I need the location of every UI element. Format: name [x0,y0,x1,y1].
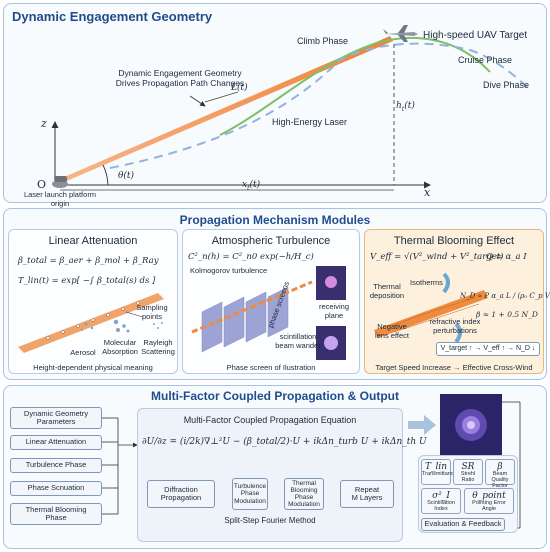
dashed-path [109,42,531,169]
output-arrow [408,415,436,435]
thermal-illustration [374,272,488,344]
geometry-panel [3,3,547,203]
isotherms-label: Isotherms [410,278,443,287]
particle-icons [81,319,163,333]
linear-eq-total: β_total = β_aer + β_mol + β_Ray [18,256,159,266]
cruise-phase-label: Cruise Phase [458,55,513,65]
kolmogorov-label: Kolmogorov turbulence [190,266,268,275]
mechanisms-title: Propagation Mechanism Modules [179,213,371,227]
output-field-image [440,394,502,456]
theta-arc [102,164,109,186]
caption-arrow [189,95,206,107]
distance-label: L(t) [231,83,248,93]
turbulence-eq: C²_n(h) = C²_n0 exp(−h/H_c) [188,252,314,262]
z-axis-label: z [41,117,47,130]
evaluation-feedback: Evaluation & Feedback [421,518,505,531]
veff-eq: V_eff = √(V²_wind + V²_target) [370,252,504,262]
input-scintillation: Phase Scnuation [10,481,102,496]
coupled-equation: ∂U/∂z = (i/2k)∇⊥²U − (β_total/2)·U + ikΔ… [142,437,427,447]
beta-eq: β ≈ 1 + 0.5 N_D [476,310,538,319]
nd-eq: N_D ∝ P α_a L / (ρ₀ C_p V_eff D) [460,292,550,300]
phase-screens-illustration [191,266,346,360]
origin-label: O [37,178,47,191]
target-label: High-speed UAV Target [423,30,528,41]
attenuation-beam [18,293,164,353]
linear-title: Linear Attenuation [48,235,138,247]
distance-bracket [204,91,239,103]
range-label: xt(t) [242,180,261,192]
thermal-title: Thermal Blooming Effect [393,235,515,247]
input-turbulence: Turbulence Phase [10,458,102,473]
geometry-diagram [51,25,531,191]
turbulence-title: Atmospheric Turbulence [211,235,331,247]
uav-icon [383,25,418,42]
aerosol-label: Aerosol [70,348,96,357]
split-step-label: Split-Step Fourier Method [224,516,316,525]
input-linear: Linear Attenuation [10,435,102,450]
thermal-footer: Target Speed Increase → Effective Cross-… [375,363,533,372]
equation-title: Multi-Factor Coupled Propagation Equatio… [183,415,357,425]
geometry-title: Dynamic Engagement Geometry [12,9,213,24]
theta-label: θ(t) [118,171,135,181]
speed-chain-box: V_target ↑ → V_eff ↑ → N_D ↓ [436,342,540,356]
laser-label: High-Energy Laser [272,117,348,127]
q-eq: Q = α_a I [486,252,527,262]
launch-platform-icon [52,176,68,188]
linear-eq-transmittance: T_lin(t) = exp[ −∫ β_total(s) ds ] [18,276,156,286]
linear-footer: Height-dependent physical meaning [33,363,153,372]
equation-card: Multi-Factor Coupled Propagation Equatio… [137,408,403,542]
height-label: ht(t) [396,101,415,113]
x-axis-label: x [424,186,431,199]
climb-phase-label: Climb Phase [297,36,349,46]
coupled-title: Multi-Factor Coupled Propagation & Outpu… [151,389,399,403]
laser-beam [62,36,393,183]
turbulence-footer: Phase screen of Ilustration [226,363,316,372]
dive-phase-label: Dive Phase [483,80,530,90]
